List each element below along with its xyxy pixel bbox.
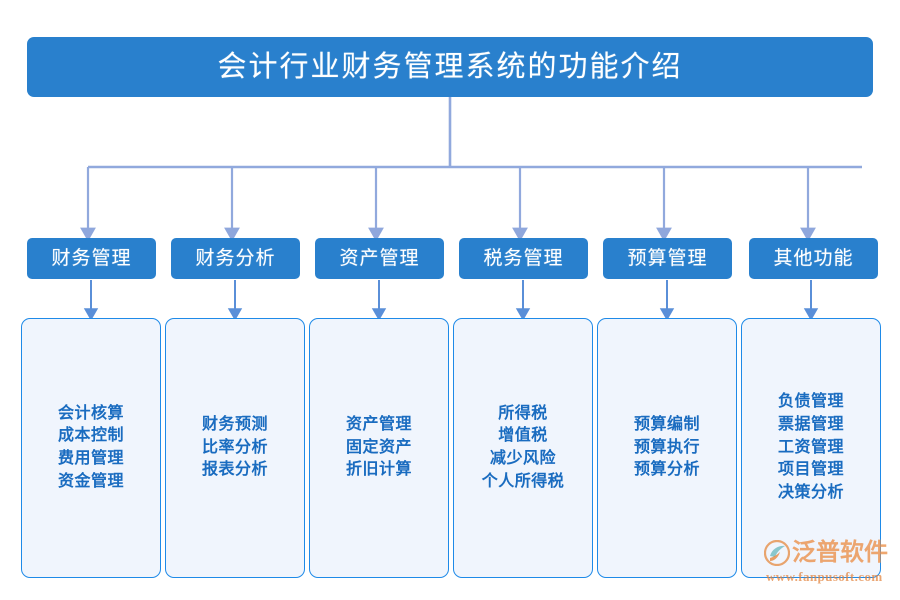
category-box-other-functions[interactable]: 其他功能 [749, 238, 878, 279]
item-box-financial-management[interactable]: 会计核算 成本控制 费用管理 资金管理 [21, 318, 161, 578]
list-item: 报表分析 [201, 461, 268, 479]
category-label: 资产管理 [339, 248, 420, 269]
list-item: 工资管理 [777, 438, 844, 456]
item-box-other-functions[interactable]: 负债管理 票据管理 工资管理 项目管理 决策分析 [741, 318, 881, 578]
list-item: 财务预测 [201, 415, 268, 433]
category-box-financial-analysis[interactable]: 财务分析 [171, 238, 300, 279]
list-item: 成本控制 [57, 427, 124, 445]
category-label: 其他功能 [773, 248, 854, 269]
category-label: 财务分析 [195, 248, 276, 269]
item-box-financial-analysis[interactable]: 财务预测 比率分析 报表分析 [165, 318, 305, 578]
list-item: 比率分析 [201, 438, 268, 456]
category-label: 税务管理 [483, 248, 564, 269]
diagram-title-box: 会计行业财务管理系统的功能介绍 [27, 37, 873, 97]
item-box-budget-management[interactable]: 预算编制 预算执行 预算分析 [597, 318, 737, 578]
list-item: 预算编制 [633, 415, 700, 433]
category-box-asset-management[interactable]: 资产管理 [315, 238, 444, 279]
list-item: 项目管理 [777, 461, 844, 479]
list-item: 预算执行 [633, 438, 700, 456]
list-item: 会计核算 [57, 404, 124, 422]
list-item: 票据管理 [777, 415, 844, 433]
category-box-financial-management[interactable]: 财务管理 [27, 238, 156, 279]
list-item: 资产管理 [345, 415, 412, 433]
list-item: 折旧计算 [345, 461, 412, 479]
list-item: 费用管理 [57, 450, 124, 467]
page-title: 会计行业财务管理系统的功能介绍 [217, 50, 683, 83]
list-item: 决策分析 [777, 484, 844, 502]
list-item: 预算分析 [633, 461, 700, 479]
list-item: 资金管理 [57, 472, 124, 490]
list-item: 个人所得税 [481, 472, 565, 490]
item-box-asset-management[interactable]: 资产管理 固定资产 折旧计算 [309, 318, 449, 578]
list-item: 增值税 [498, 427, 548, 445]
list-item: 固定资产 [345, 438, 412, 456]
list-item: 减少风险 [489, 450, 556, 467]
list-item: 所得税 [498, 404, 548, 422]
category-box-tax-management[interactable]: 税务管理 [459, 238, 588, 279]
item-box-tax-management[interactable]: 所得税 增值税 减少风险 个人所得税 [453, 318, 593, 578]
category-label: 财务管理 [51, 248, 132, 269]
category-box-budget-management[interactable]: 预算管理 [603, 238, 732, 279]
category-label: 预算管理 [627, 248, 708, 269]
list-item: 负债管理 [777, 393, 844, 411]
